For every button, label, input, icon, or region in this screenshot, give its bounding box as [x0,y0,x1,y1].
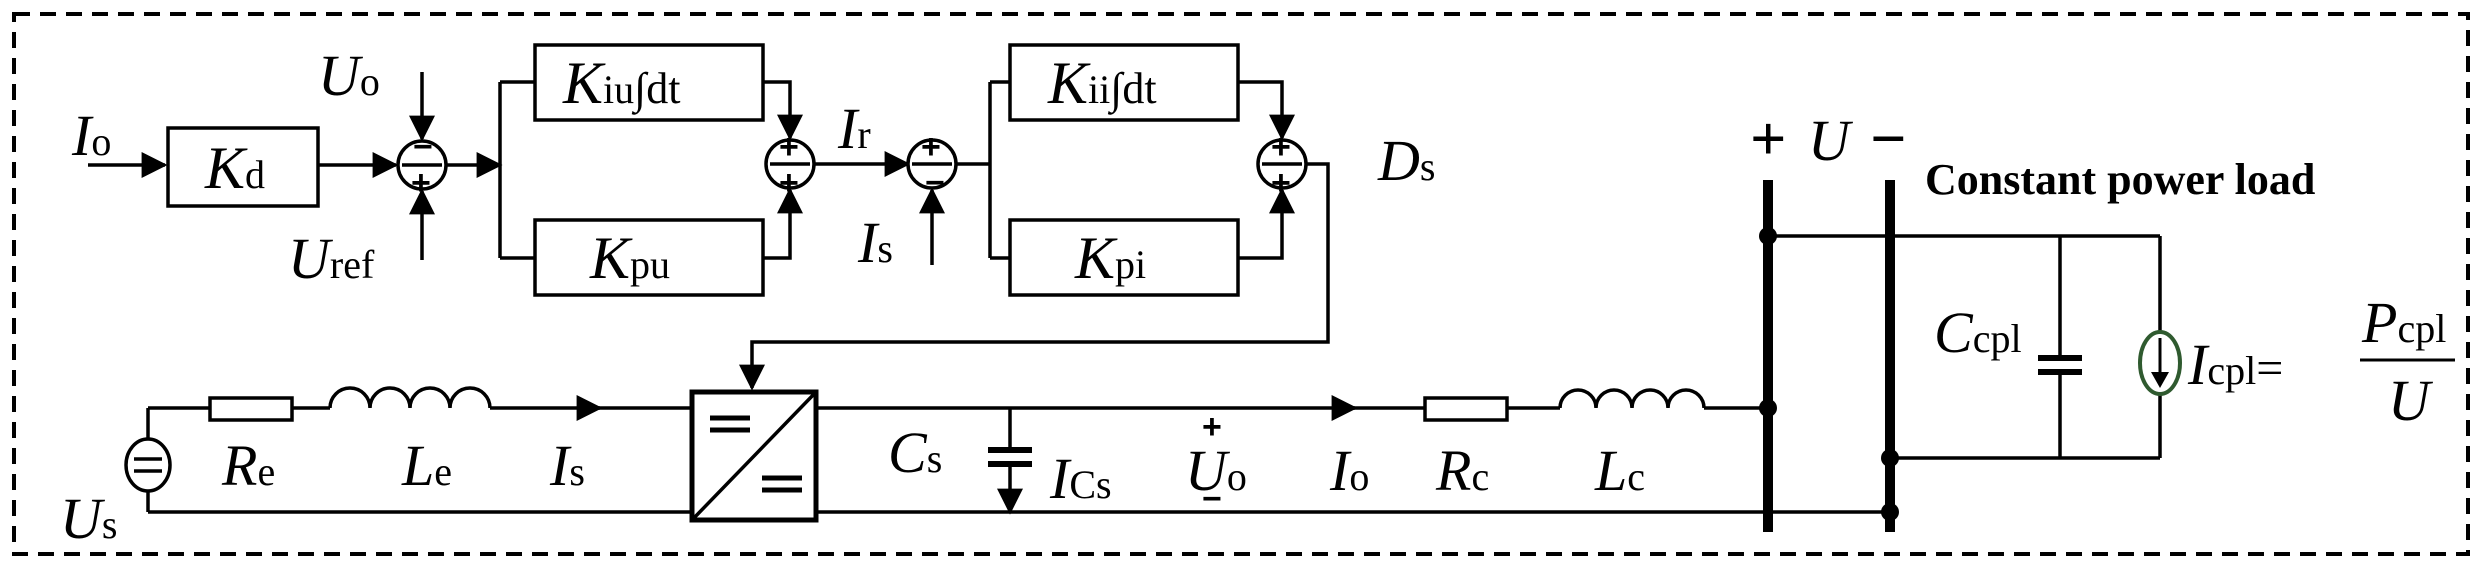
summing-junction-1: − + [396,128,448,202]
svg-text:+: + [779,128,799,166]
duty-signal-line [739,162,1330,391]
uo-minus: − [1202,480,1222,518]
kd-label: Kd [204,135,265,201]
icpl-equation: Icpl= Pcpl U [2187,290,2455,433]
svg-text:Icpl=: Icpl= [2187,332,2283,397]
dashed-border [12,12,2470,556]
uo-feedback-label: Uo [318,43,380,108]
load-title: Constant power load [1925,155,2315,204]
bus-plus: + [1750,103,1786,174]
svg-text:+: + [1271,128,1291,166]
svg-text:U: U [2388,368,2434,433]
re-resistor [208,396,294,422]
le-label: Le [401,433,452,498]
svg-text:Pcpl: Pcpl [2361,290,2446,355]
kpu-block [533,218,765,297]
le-inductor [328,386,492,409]
is-feedback-label: Is [857,210,893,275]
svg-text:+: + [1271,164,1291,202]
bus-minus: − [1870,103,1906,174]
cs-label: Cs [888,420,942,485]
is-label: Is [549,433,585,498]
bus-u-label: U [1808,108,1854,173]
kpu-label: Kpu [589,225,670,291]
us-label: Us [60,486,117,551]
rc-label: Rc [1435,438,1489,503]
uo-label: Uo [1185,438,1247,503]
ds-label: Ds [1377,128,1435,193]
uo-plus: + [1202,408,1222,446]
svg-text:−: − [925,164,945,202]
kii-label: Kii∫dt [1047,50,1157,116]
lc-label: Lc [1594,438,1645,503]
rc-resistor [1423,396,1509,422]
summing-junction-4: + + [1256,128,1308,202]
dc-dc-converter [689,389,819,523]
io-input-label: Io [71,103,111,168]
ccpl-label: Ccpl [1934,300,2022,365]
kpi-label: Kpi [1074,225,1146,291]
ics-label: ICs [1049,446,1112,511]
svg-text:+: + [779,164,799,202]
svg-text:+: + [921,128,941,166]
lc-inductor [1558,388,1706,409]
kiu-label: Kiu∫dt [562,50,680,116]
ir-label: Ir [837,96,871,161]
kiu-integral-block [533,43,765,122]
summing-junction-2: + + [764,128,816,202]
kpi-block [1008,218,1240,297]
kd-block [166,126,320,208]
ccpl-capacitor [2038,236,2082,458]
uref-label: Uref [288,226,375,291]
cs-capacitor [988,408,1032,515]
re-label: Re [221,433,275,498]
voltage-source [124,408,172,512]
io-label: Io [1329,438,1369,503]
icpl-current-source [2138,236,2182,458]
kii-integral-block [1008,43,1240,122]
